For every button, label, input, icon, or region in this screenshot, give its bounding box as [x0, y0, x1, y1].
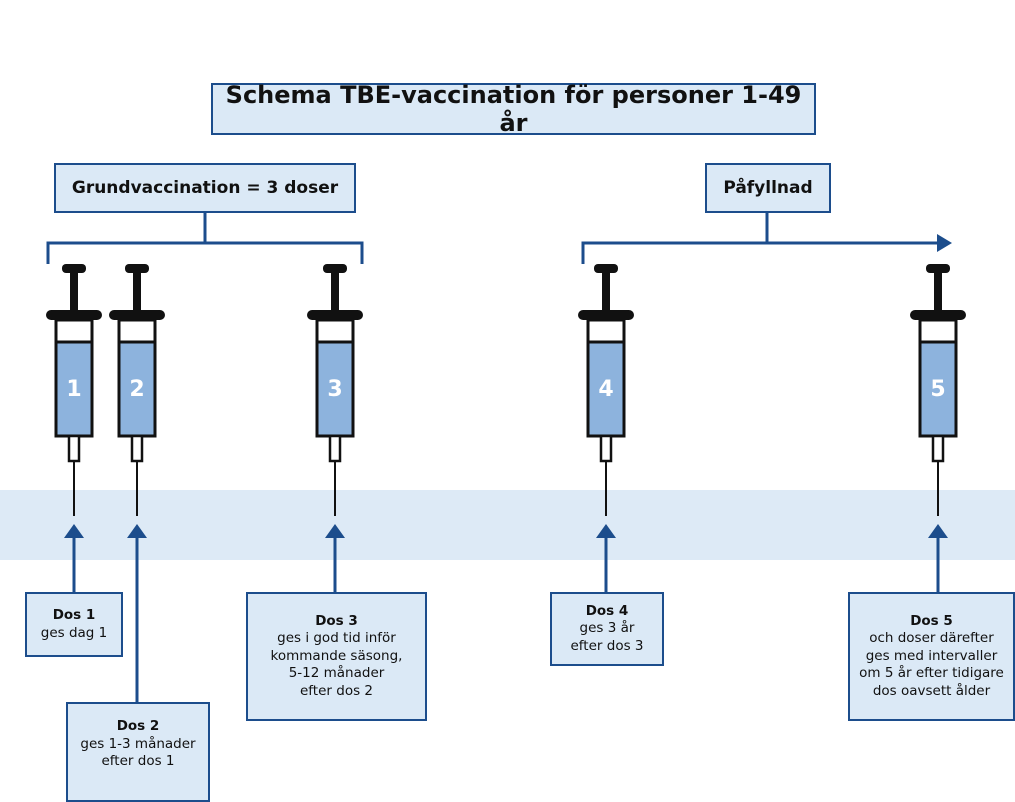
dose-5-name: Dos 5 [910, 612, 953, 629]
injection-band [0, 490, 1015, 560]
dose-1-description: ges dag 1 [40, 624, 108, 641]
grundvaccination-label: Grundvaccination = 3 doser [54, 163, 356, 213]
dose-3-name: Dos 3 [315, 612, 358, 629]
dose-3-description: ges i god tid inför kommande säsong, 5-1… [270, 630, 403, 699]
dose-5-box: Dos 5 och doser därefter ges med interva… [848, 592, 1015, 721]
dose-2-description: ges 1-3 månader efter dos 1 [80, 735, 196, 770]
syringe-number-4: 4 [598, 377, 613, 402]
dose-2-name: Dos 2 [116, 718, 160, 734]
syringe-number-1: 1 [66, 377, 81, 402]
dose-3-box: Dos 3 ges i god tid inför kommande säson… [246, 592, 427, 721]
syringe-number-3: 3 [327, 377, 342, 402]
syringe-number-5: 5 [930, 377, 945, 402]
dose-4-description: ges 3 år efter dos 3 [570, 620, 644, 654]
grundvaccination-bracket [46, 213, 364, 264]
dose-1-box: Dos 1 ges dag 1 [25, 592, 123, 657]
pafyllnad-arrow [581, 213, 952, 264]
dose-4-box: Dos 4 ges 3 år efter dos 3 [550, 592, 664, 666]
pointer-arrows [64, 524, 948, 702]
pafyllnad-label: Påfyllnad [705, 163, 831, 213]
syringe-number-2: 2 [129, 377, 144, 402]
dose-1-name: Dos 1 [52, 606, 96, 623]
dose-4-name: Dos 4 [585, 602, 629, 619]
dose-2-box: Dos 2 ges 1-3 månader efter dos 1 [66, 702, 210, 802]
diagram-title: Schema TBE-vaccination för personer 1-49… [211, 81, 816, 137]
dose-5-description: och doser därefter ges med intervaller o… [859, 630, 1004, 699]
